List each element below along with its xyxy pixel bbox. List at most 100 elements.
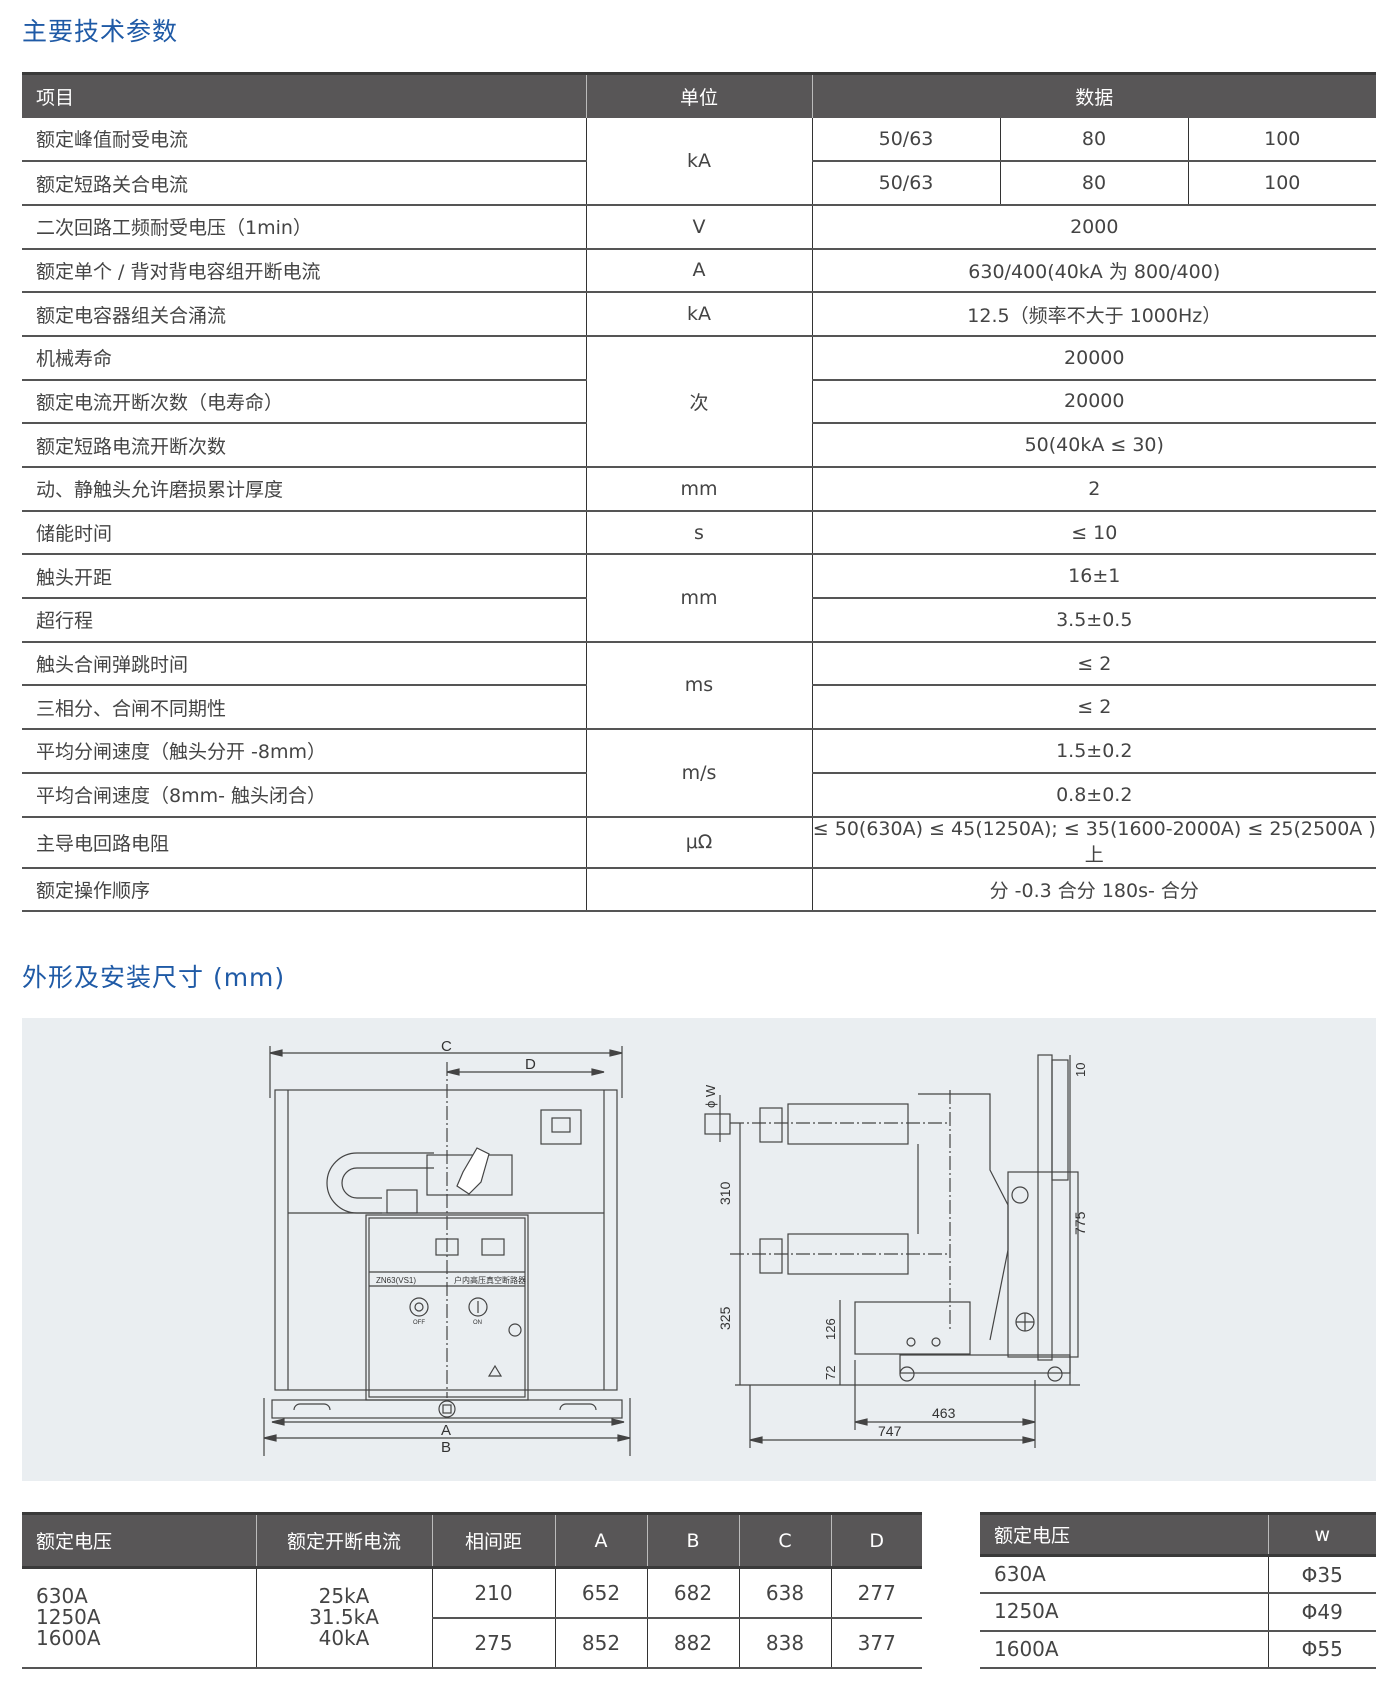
dim-10-label: 10: [1073, 1063, 1088, 1077]
cell: 1250A: [980, 1593, 1268, 1632]
data-cell: ≤ 2: [811, 685, 1377, 731]
data-cell: 20000: [811, 379, 1377, 425]
cell: 682: [646, 1567, 739, 1619]
item-cell: 触头合闸弹跳时间: [22, 641, 586, 687]
unit-cell: m/s: [585, 729, 812, 818]
data-cell: 3.5±0.5: [811, 598, 1377, 643]
unit-cell: kA: [585, 292, 812, 337]
data-cell: 2000: [811, 204, 1377, 250]
table-row: 超行程 3.5±0.5: [22, 598, 1377, 643]
item-cell: 额定电容器组关合涌流: [22, 292, 586, 337]
dim-126-label: 126: [823, 1318, 838, 1340]
data-cell: 50/63: [811, 117, 1000, 163]
item-cell: 额定短路关合电流: [22, 161, 586, 206]
table-row: 三相分、合闸不同期性 ≤ 2: [22, 685, 1377, 731]
item-cell: 二次回路工频耐受电压（1min）: [22, 204, 586, 250]
cell: 652: [554, 1567, 647, 1619]
unit-cell: A: [585, 248, 812, 294]
item-cell: 平均合闸速度（8mm- 触头闭合）: [22, 772, 586, 818]
item-cell: 额定短路电流开断次数: [22, 423, 586, 468]
item-cell: 动、静触头允许磨损累计厚度: [22, 467, 586, 512]
cell: 377: [830, 1617, 922, 1669]
data-cell: 50(40kA ≤ 30): [811, 423, 1377, 468]
dim-325-label: 325: [717, 1306, 733, 1330]
front-view-drawing: ZN63(VS1) 户内高压真空断路器 OFF ON C D A B: [263, 1038, 631, 1456]
item-cell: 额定电流开断次数（电寿命）: [22, 379, 586, 425]
unit-cell: mm: [585, 554, 812, 643]
dim-b-label: B: [441, 1439, 451, 1456]
cell: 630A: [980, 1555, 1268, 1594]
data-cell: 80: [999, 161, 1188, 206]
dim-d-label: D: [525, 1056, 536, 1073]
item-cell: 机械寿命: [22, 335, 586, 381]
header-a: A: [554, 1512, 647, 1569]
cell: 882: [646, 1617, 739, 1669]
dimensions-table: 额定电压 额定开断电流 相间距 A B C D 630A 1250A 1600A…: [22, 1512, 922, 1669]
current-cell: 25kA 31.5kA 40kA: [255, 1567, 432, 1669]
table-row: 275 852 882 838 377: [22, 1617, 922, 1669]
off-label: OFF: [413, 1320, 425, 1326]
cell: 1600A: [980, 1630, 1268, 1669]
item-cell: 三相分、合闸不同期性: [22, 685, 586, 731]
data-cell: ≤ 50(630A) ≤ 45(1250A); ≤ 35(1600-2000A)…: [811, 816, 1377, 869]
header-current: 额定开断电流: [255, 1512, 432, 1569]
header-w: w: [1267, 1512, 1376, 1557]
data-cell: 16±1: [811, 554, 1377, 600]
item-cell: 平均分闸速度（触头分开 -8mm）: [22, 729, 586, 774]
dim-a-label: A: [441, 1422, 451, 1439]
voltage-cell: 630A 1250A 1600A: [22, 1567, 256, 1669]
data-cell: 80: [999, 117, 1188, 163]
product-name-label: 户内高压真空断路器: [454, 1275, 526, 1285]
side-view-drawing: ϕ W 310 325 126 72 463 747 775 10: [703, 1054, 1088, 1448]
table-row: 额定操作顺序分 -0.3 合分 180s- 合分: [22, 867, 1377, 913]
item-cell: 超行程: [22, 598, 586, 643]
data-cell: 100: [1187, 161, 1377, 206]
model-label: ZN63(VS1): [376, 1276, 416, 1285]
item-cell: 触头开距: [22, 554, 586, 600]
header-item: 项目: [22, 72, 586, 118]
item-cell: 储能时间: [22, 510, 586, 556]
unit-cell: mm: [585, 467, 812, 512]
data-cell: 20000: [811, 335, 1377, 381]
cell: 638: [738, 1567, 831, 1619]
cell: Φ35: [1267, 1555, 1376, 1594]
unit-cell: [585, 867, 812, 913]
cell: 852: [554, 1617, 647, 1669]
cell: 838: [738, 1617, 831, 1669]
header-voltage: 额定电压: [980, 1512, 1268, 1557]
dimension-drawing: ZN63(VS1) 户内高压真空断路器 OFF ON C D A B: [22, 1018, 1376, 1481]
cell: Φ55: [1267, 1630, 1376, 1669]
header-data: 数据: [811, 72, 1377, 118]
header-c: C: [738, 1512, 831, 1569]
dim-72-label: 72: [823, 1366, 838, 1380]
unit-cell: ms: [585, 641, 812, 731]
data-cell: 0.8±0.2: [811, 772, 1377, 818]
data-cell: 630/400(40kA 为 800/400): [811, 248, 1377, 294]
data-cell: 50/63: [811, 161, 1000, 206]
header-voltage: 额定电压: [22, 1512, 256, 1569]
spec-section-title: 主要技术参数: [22, 17, 179, 46]
data-cell: ≤ 2: [811, 641, 1377, 687]
table-row: 额定电流开断次数（电寿命） 20000: [22, 379, 1377, 425]
dim-w-label: ϕ W: [703, 1084, 718, 1108]
item-cell: 主导电回路电阻: [22, 816, 586, 869]
cell: 277: [830, 1567, 922, 1619]
unit-cell: 次: [585, 335, 812, 469]
dim-775-label: 775: [1072, 1211, 1088, 1235]
table-row: 平均合闸速度（8mm- 触头闭合） 0.8±0.2: [22, 772, 1377, 818]
item-cell: 额定操作顺序: [22, 867, 586, 913]
